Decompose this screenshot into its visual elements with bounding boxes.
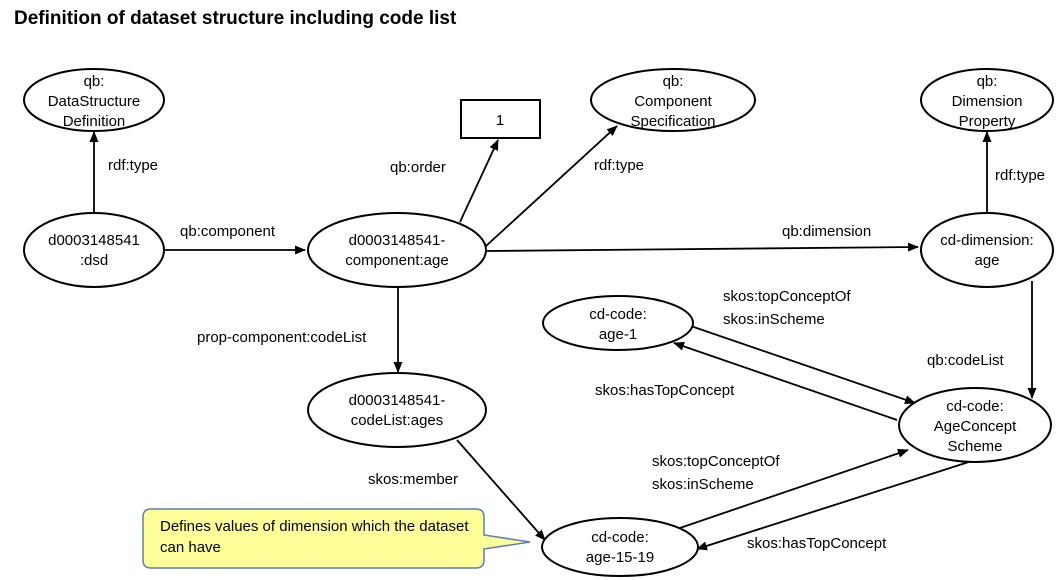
svg-text:codeList:ages: codeList:ages [351,412,444,429]
svg-text:Dimension: Dimension [952,93,1023,110]
edge-scheme-to-age1519 [696,459,976,551]
svg-text:Component: Component [634,93,712,110]
svg-text:age: age [974,252,999,269]
edge-compspec-rdf-type [485,125,618,247]
node-order-value-box: 1 [460,99,541,139]
edge-skos-member [456,439,546,541]
edge-label-dsd-rdf-type: rdf:type [108,157,158,174]
svg-text:Scheme: Scheme [947,438,1002,455]
svg-text:cd-dimension:: cd-dimension: [940,232,1033,249]
svg-text:cd-code:: cd-code: [946,398,1004,415]
edge-label-dimprop-rdf-type: rdf:type [995,167,1045,184]
svg-text:d0003148541-: d0003148541- [349,232,446,249]
svg-text:d0003148541-: d0003148541- [349,392,446,409]
edge-label-age1519-has-top-concept: skos:hasTopConcept [747,535,887,552]
edge-qb-order [459,139,499,223]
svg-text:qb:: qb: [84,73,105,90]
svg-text:Definition: Definition [63,113,126,130]
node-qb-component-specification: qb: Component Specification [590,68,756,132]
svg-text:component:age: component:age [345,252,448,269]
svg-text:DataStructure: DataStructure [48,93,141,110]
svg-text:cd-code:: cd-code: [591,529,649,546]
callout-box [142,508,531,569]
diagram-title: Definition of dataset structure includin… [14,8,457,29]
node-code-age-1: cd-code: age-1 [542,295,694,351]
edge-label-age1-has-top-concept: skos:hasTopConcept [595,382,735,399]
svg-text:1: 1 [496,112,504,129]
node-dimension-age: cd-dimension: age [920,212,1054,288]
edge-label-skos-member: skos:member [368,471,458,488]
edge-age1519-to-scheme [676,448,909,530]
svg-text:d0003148541: d0003148541 [48,232,140,249]
svg-text:qb:: qb: [977,73,998,90]
edge-qb-dimension [486,242,919,252]
edge-label-age1-in-scheme: skos:inScheme [723,311,825,328]
node-age-concept-scheme: cd-code: AgeConcept Scheme [898,387,1052,463]
svg-text:age-15-19: age-15-19 [586,549,654,566]
svg-text:cd-code:: cd-code: [589,306,647,323]
edge-label-qb-component: qb:component [180,223,276,240]
edge-label-prop-component-codelist: prop-component:codeList [197,329,367,346]
svg-text:age-1: age-1 [599,326,637,343]
node-code-age-15-19: cd-code: age-15-19 [541,517,699,577]
edge-scheme-to-age1 [673,342,898,421]
svg-text:AgeConcept: AgeConcept [934,418,1017,435]
edge-label-age1519-in-scheme: skos:inScheme [652,476,754,493]
node-component-age: d0003148541- component:age [307,212,487,288]
callout-text: Defines values of dimension which the da… [160,518,469,556]
svg-text:qb:: qb: [663,73,684,90]
edge-label-age1519-top-concept-of: skos:topConceptOf [652,453,780,470]
edge-age1-to-scheme [684,323,916,405]
svg-text:Specification: Specification [630,113,715,130]
node-dsd: d0003148541 :dsd [23,212,165,288]
node-qb-datastructure-definition: qb: DataStructure Definition [23,68,165,132]
svg-text::dsd: :dsd [80,252,108,269]
svg-text:Property: Property [959,113,1016,130]
node-qb-dimension-property: qb: Dimension Property [920,68,1054,132]
edge-label-qb-dimension: qb:dimension [782,223,871,240]
node-codelist-ages: d0003148541- codeList:ages [307,372,487,448]
edge-label-age1-top-concept-of: skos:topConceptOf [723,288,851,305]
edge-label-qb-codelist: qb:codeList [927,352,1005,369]
edge-label-compspec-rdf-type: rdf:type [594,157,644,174]
edge-label-qb-order: qb:order [390,159,446,176]
